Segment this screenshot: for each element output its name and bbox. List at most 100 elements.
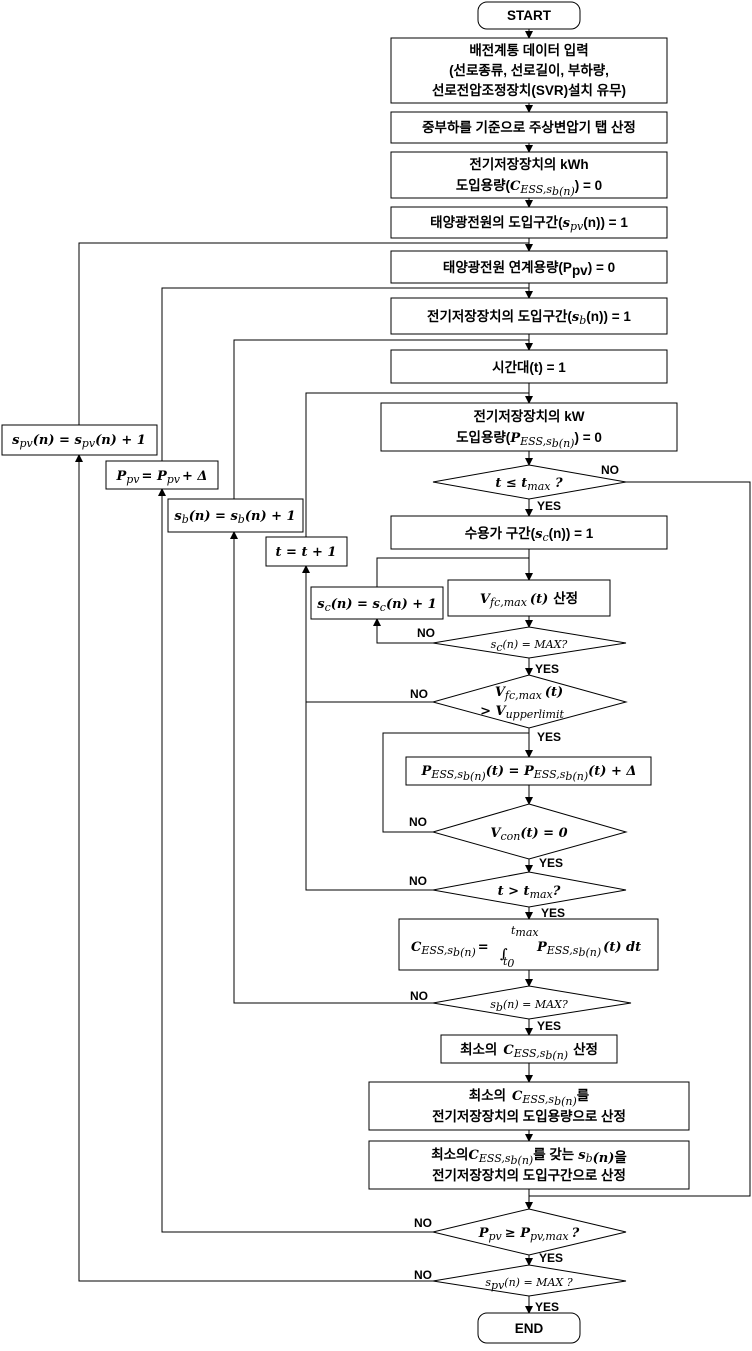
vfc-label: 산정 xyxy=(553,590,578,606)
dec-ppv-sub: pv xyxy=(489,1230,503,1243)
input-process: 배전계통 데이터 입력 (선로종류, 선로길이, 부하량, 선로전압조정장치(S… xyxy=(390,37,668,104)
ess-kw-line-2a: 도입용량( xyxy=(456,430,511,445)
dec-sb-b: (n) = MAX? xyxy=(503,998,568,1011)
min-b: 산정 xyxy=(573,1041,598,1057)
integral-tail: (t) dt xyxy=(603,940,641,955)
min-cap-line-2: 전기저장장치의 도입용량으로 산정 xyxy=(432,1108,626,1124)
ppv-inc-a: P xyxy=(115,469,127,484)
svg-text:도입용량(PESS,sb(n)) = 0: 도입용량(PESS,sb(n)) = 0 xyxy=(456,430,602,450)
sb-inc-sub-2: b xyxy=(238,513,245,526)
dec-sb-a: s xyxy=(490,998,496,1011)
svg-text:Vcon(t) = 0: Vcon(t) = 0 xyxy=(490,826,567,843)
dec-sb-sub: b xyxy=(496,1001,503,1014)
min-sub: ESS,s xyxy=(513,1047,546,1060)
pess-sub-b: ESS,s xyxy=(533,768,566,781)
sc-inc-b: (n) = s xyxy=(331,597,381,612)
integral-lhs-sub2: b(n) xyxy=(453,946,476,959)
t-increment-box: t = t + 1 xyxy=(265,536,348,567)
min-cap-a: 최소의 xyxy=(469,1087,506,1103)
spv-inc-c: (n) + 1 xyxy=(95,433,146,448)
ess-kwh-process: 전기저장장치의 kWh 도입용량(CESS,sb(n)) = 0 xyxy=(390,151,668,199)
start-label: START xyxy=(507,8,552,23)
sc-inc-a: s xyxy=(317,597,325,612)
input-line-3: 선로전압조정장치(SVR)설치 유무) xyxy=(432,82,626,98)
min-sec-line-2: 전기저장장치의 도입구간으로 산정 xyxy=(432,1167,626,1183)
integral-lhs: C xyxy=(411,940,422,955)
dec-ppv-sub2: pv,max xyxy=(530,1230,569,1243)
pv-section-process: 태양광전원의 도입구간(spv(n)) = 1 xyxy=(390,206,668,239)
dec-tgt-a: t > t xyxy=(498,884,530,899)
min-cap-b: 를 xyxy=(577,1088,590,1103)
ess-kwh-symbol: C xyxy=(510,179,521,194)
pv-section-b: (n)) = 1 xyxy=(583,215,628,230)
time-process: 시간대(t) = 1 xyxy=(390,349,668,384)
dec-tgt-no: NO xyxy=(409,874,427,888)
ess-kw-line-2b: ) = 0 xyxy=(574,430,601,445)
ppv-inc-c: + Δ xyxy=(182,469,208,484)
dec-spv-no: NO xyxy=(414,1268,432,1282)
integral-eq: = xyxy=(478,940,489,955)
min-sec-b: 를 갖는 xyxy=(533,1146,575,1162)
dec-vfc-sub: fc,max xyxy=(504,689,543,702)
ess-kw-line-1: 전기저장장치의 kW xyxy=(474,408,585,424)
svg-text:수용가 구간(sc(n)) = 1: 수용가 구간(sc(n)) = 1 xyxy=(465,525,594,544)
decision-sc-max: sc(n) = MAX? xyxy=(432,626,627,659)
ess-section-symbol: s xyxy=(572,310,580,325)
min-cap-sub: ESS,s xyxy=(521,1093,554,1106)
spv-increment-box: spv(n) = spv(n) + 1 xyxy=(1,424,158,456)
svg-text:도입용량(CESS,sb(n)) = 0: 도입용량(CESS,sb(n)) = 0 xyxy=(456,178,602,198)
svg-text:CESS,sb(n)=: CESS,sb(n)= xyxy=(411,940,489,959)
svg-text:sb(n) = MAX?: sb(n) = MAX? xyxy=(490,998,568,1014)
min-sub2: b(n) xyxy=(545,1049,568,1062)
tap-process: 중부하를 기준으로 주상변압기 탭 산정 xyxy=(390,111,668,144)
svg-text:Vfc,max(t)산정: Vfc,max(t)산정 xyxy=(480,590,578,609)
pv-section-symbol: s xyxy=(563,216,571,231)
svg-text:spv(n) = spv(n) + 1: spv(n) = spv(n) + 1 xyxy=(12,433,146,450)
spv-inc-a: s xyxy=(12,433,20,448)
min-sec-sub: ESS,s xyxy=(478,1152,511,1165)
ess-section-b: (n)) = 1 xyxy=(586,309,631,324)
dec-vcon-yes: YES xyxy=(539,856,563,870)
dec-tmax-yes: YES xyxy=(537,499,561,513)
vfc-sub: fc,max xyxy=(489,596,528,609)
dec-tmax-no: NO xyxy=(601,463,619,477)
integral-process: CESS,sb(n)= ∫ tmax t0 PESS,sb(n)(t) dt xyxy=(398,918,659,971)
decision-t-le-tmax: t ≤ tmax ? xyxy=(432,464,627,500)
dec-ppv-q: ? xyxy=(572,1226,580,1241)
dec-ppv-b: ≥ P xyxy=(505,1226,531,1241)
sc-inc-c: (n) + 1 xyxy=(386,597,437,612)
customer-a: 수용가 구간( xyxy=(465,525,536,541)
integral-body-sub2: b(n) xyxy=(578,946,601,959)
ess-kwh-line-2b: ) = 0 xyxy=(575,178,602,193)
dec-tmax-label: t ≤ t xyxy=(495,476,527,491)
svg-text:sc(n) = sc(n) + 1: sc(n) = sc(n) + 1 xyxy=(317,597,436,614)
dec-vfc-sub2: upperlimit xyxy=(506,708,565,721)
time-label: 시간대(t) = 1 xyxy=(492,359,566,375)
svg-text:t0: t0 xyxy=(503,955,514,970)
pv-capacity-process: 태양광전원 연계용량(Ppv) = 0 xyxy=(390,250,668,284)
pess-update-process: PESS,sb(n)(t) = PESS,sb(n)(t) + Δ xyxy=(405,756,652,786)
pv-capacity-a: 태양광전원 연계용량(P xyxy=(443,259,572,275)
end-label: END xyxy=(515,1321,544,1336)
decision-spv: spv(n) = MAX ? xyxy=(432,1264,627,1297)
svg-text:sc(n) = MAX?: sc(n) = MAX? xyxy=(491,638,568,654)
ess-kwh-sub: ESS,s xyxy=(519,183,552,196)
svg-text:sb(n) = sb(n) + 1: sb(n) = sb(n) + 1 xyxy=(174,509,295,526)
min-a: 최소의 xyxy=(460,1041,497,1057)
min-cap-symbol: C xyxy=(512,1089,523,1104)
sc-increment-box: sc(n) = sc(n) + 1 xyxy=(310,586,444,620)
spv-inc-sub: pv xyxy=(20,437,34,450)
svg-text:최소의CESS,sb(n)산정: 최소의CESS,sb(n)산정 xyxy=(460,1041,598,1062)
dec-tgt-sub: max xyxy=(530,888,554,901)
dec-sc-b: (n) = MAX? xyxy=(503,638,568,651)
spv-inc-b: (n) = s xyxy=(33,433,83,448)
vfc-arg: (t) xyxy=(530,592,548,607)
sb-inc-c: (n) + 1 xyxy=(245,509,296,524)
dec-vcon-no: NO xyxy=(409,815,427,829)
decision-vcon: Vcon(t) = 0 xyxy=(431,803,628,860)
ppv-inc-sub-2: pv xyxy=(167,473,181,486)
pv-capacity-b: ) = 0 xyxy=(588,260,615,275)
ess-section-a: 전기저장장치의 도입구간( xyxy=(427,308,572,324)
